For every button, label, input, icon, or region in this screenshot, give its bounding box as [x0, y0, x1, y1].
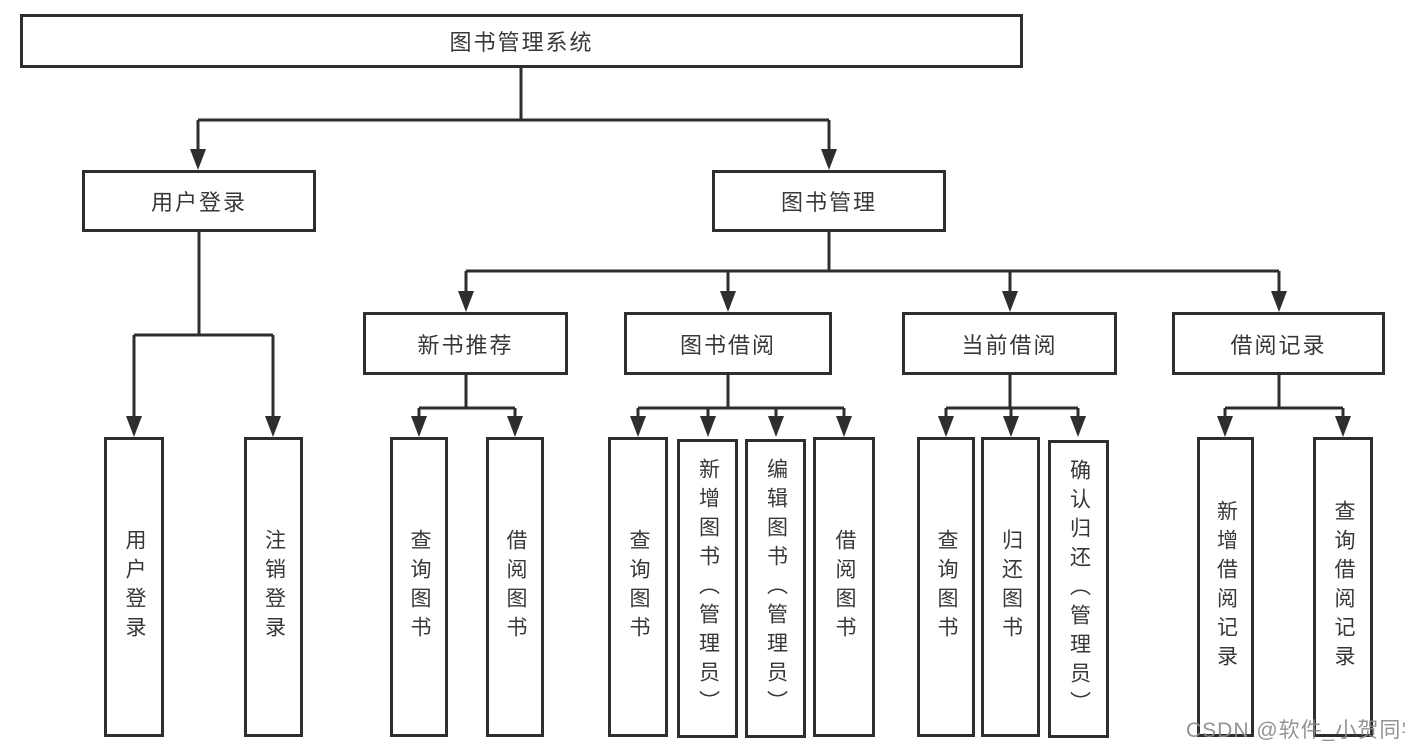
leaf-borrowing-query: 查询图书: [608, 437, 668, 737]
leaf-current-query: 查询图书: [917, 437, 975, 737]
leaf-logout: 注销登录: [244, 437, 303, 737]
node-new-book-recommend: 新书推荐: [363, 312, 568, 375]
arrowheads: [126, 149, 1351, 437]
leaf-current-confirm-admin: 确认归还（管理员）: [1048, 440, 1109, 738]
leaf-user-login: 用户登录: [104, 437, 164, 737]
leaf-record-query: 查询借阅记录: [1313, 437, 1373, 737]
leaf-current-return: 归还图书: [981, 437, 1040, 737]
node-borrowing-records: 借阅记录: [1172, 312, 1385, 375]
node-current-borrowing: 当前借阅: [902, 312, 1117, 375]
leaf-borrowing-borrow: 借阅图书: [813, 437, 875, 737]
leaf-borrowing-edit-admin: 编辑图书（管理员）: [745, 439, 806, 738]
leaf-newbook-borrow: 借阅图书: [486, 437, 544, 737]
leaf-newbook-query: 查询图书: [390, 437, 448, 737]
node-root-system: 图书管理系统: [20, 14, 1023, 68]
csdn-watermark: CSDN @软件_小贺同学: [1186, 719, 1405, 742]
node-user-login: 用户登录: [82, 170, 316, 232]
leaf-record-add: 新增借阅记录: [1197, 437, 1254, 737]
node-book-management: 图书管理: [712, 170, 946, 232]
leaf-borrowing-add-admin: 新增图书（管理员）: [677, 439, 738, 738]
node-book-borrowing: 图书借阅: [624, 312, 832, 375]
